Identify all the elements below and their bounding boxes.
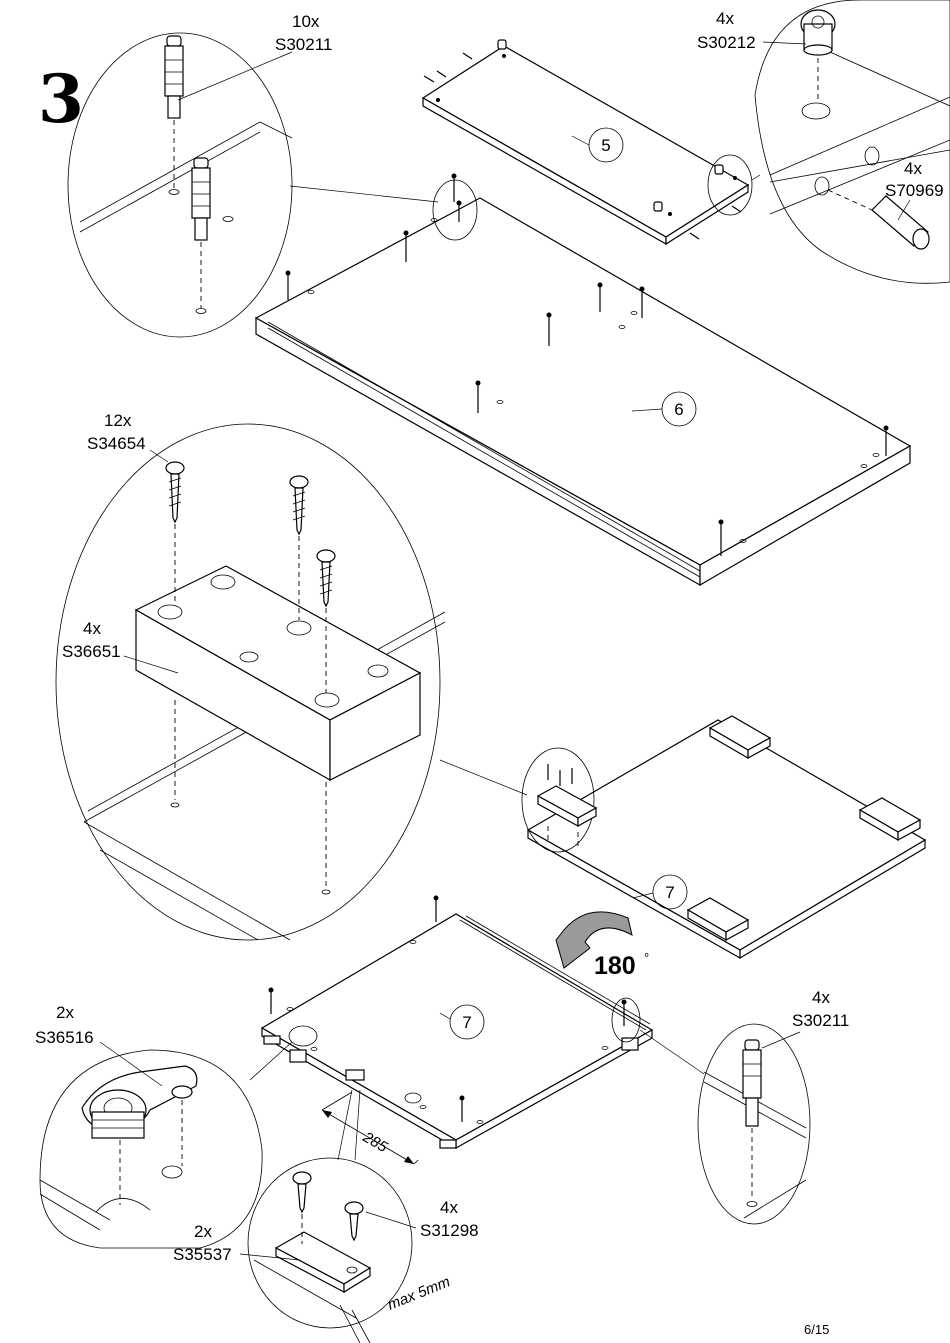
s36516-code: S36516 [35,1028,94,1047]
panel-6-number: 6 [674,400,683,419]
foot-pad [686,897,750,942]
glide-plate [274,1231,372,1294]
rotate-arrow-icon [555,911,633,969]
cam-lock-housing [800,9,836,56]
s70969-code: S70969 [885,181,944,200]
panel-5 [421,39,753,246]
max-gap-label: max 5mm [385,1273,452,1313]
s36516-qty: 2x [56,1003,74,1022]
callout-foot-pad [55,423,446,941]
foot-pad [858,797,922,842]
s30212-qty: 4x [716,9,734,28]
s31298-qty: 4x [440,1198,458,1217]
page-number: 6/15 [804,1322,829,1337]
s34654-code: S34654 [87,434,146,453]
foot-pad-block [134,565,422,782]
s36651-qty: 4x [83,619,101,638]
foot-pad [708,715,772,760]
wooden-dowel [871,195,930,250]
rotation-label: 180 [594,952,636,980]
s35537-qty: 2x [194,1222,212,1241]
panel-7-bottom-number-circle [449,1004,485,1040]
s31298-code: S31298 [420,1221,479,1240]
callout-s30212 [754,0,950,284]
cam-bolt-upper [164,35,184,119]
panel-7-top-number-circle [652,874,688,910]
callout-s30211-top [67,32,293,338]
s35537-code: S35537 [173,1245,232,1264]
panel-7-bottom-number: 7 [462,1013,471,1032]
panel-6 [254,179,912,587]
panel-7-top-number: 7 [665,883,674,902]
callout-glide-plate [239,1089,417,1343]
panel-7-main-bolts [268,895,627,1124]
panel-7-with-feet [521,715,927,960]
glide-screws [292,1171,364,1242]
cam-bolt [742,1039,762,1127]
panel-7-main [260,913,654,1150]
s34654-qty: 12x [104,411,132,430]
step-number: 3 [38,60,84,138]
dimension-285 [321,1091,419,1165]
panel-5-number: 5 [601,136,610,155]
wood-screws [165,461,336,608]
cam-bolt-lower [191,157,211,241]
s30212-code: S30212 [697,33,756,52]
cam-lock-part [81,1065,198,1139]
s30211-top-code: S30211 [275,35,332,54]
s30211-bottom-qty: 4x [812,988,830,1007]
s36651-code: S36651 [62,642,121,661]
s30211-bottom-code: S30211 [792,1011,849,1030]
panel-6-bolts [285,173,889,556]
s30211-top-qty: 10x [292,12,320,31]
dimension-offset: 285 [359,1128,391,1156]
rotation-unit: ° [644,950,649,965]
callout-cam-lock [39,1049,263,1249]
s70969-qty: 4x [904,159,922,178]
callout-s30211-bottom [639,1023,811,1225]
